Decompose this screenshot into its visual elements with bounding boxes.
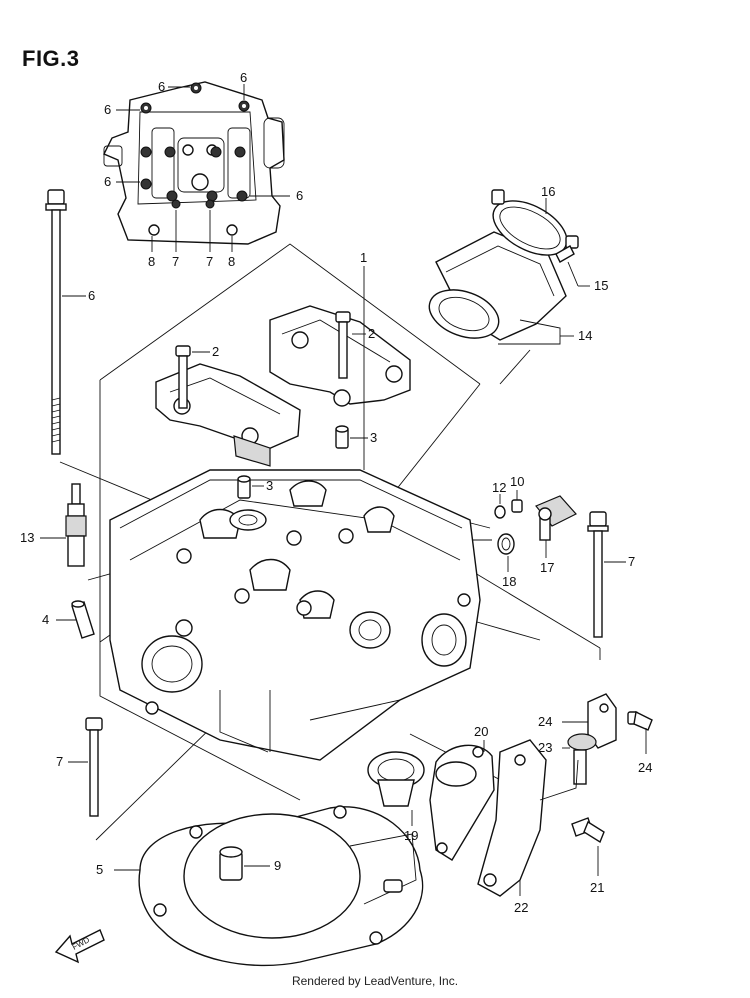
part-19-thermostat: 19 — [367, 751, 425, 843]
part-22-sensor: 23 — [538, 733, 597, 801]
callout-3a: 3 — [370, 430, 377, 445]
part-17-o-ring: 18 — [497, 533, 516, 589]
callout-12: 13 — [20, 530, 34, 545]
callout-8: 7 — [628, 554, 635, 569]
callout-13: 14 — [578, 328, 592, 343]
callout-11: 12 — [492, 480, 506, 495]
top-view-bolts — [140, 82, 250, 236]
callout-9: 9 — [274, 858, 281, 873]
callout-top-7a: 7 — [172, 254, 179, 269]
callout-14: 15 — [594, 278, 608, 293]
callout-16: 17 — [540, 560, 554, 575]
callout-top-6a: 6 — [158, 79, 165, 94]
callout-top-6b: 6 — [240, 70, 247, 85]
callout-24-label: 24 — [638, 760, 652, 775]
fwd-arrow-icon: FWD — [54, 929, 105, 964]
part-16-sensor: 17 — [535, 495, 577, 575]
footer-credit: Rendered by LeadVenture, Inc. — [291, 974, 459, 988]
callout-18: 20 — [474, 724, 488, 739]
callout-top-6d: 6 — [104, 174, 111, 189]
part-12-spark-plug: 13 — [20, 483, 87, 567]
part-15-clamp: 16 — [491, 184, 568, 256]
callout-top-6e: 6 — [296, 188, 303, 203]
part-4-dowel: 4 — [42, 600, 95, 639]
callout-2a: 2 — [212, 344, 219, 359]
callout-23: 24 — [538, 714, 552, 729]
part-24-bolt: 23 24 — [627, 710, 653, 775]
part-6-long-bolt: 6 — [45, 189, 95, 455]
part-11-washer: 12 — [492, 480, 506, 519]
part-3-dowels: 3 3 — [237, 425, 377, 499]
callout-1: 1 — [360, 250, 367, 265]
callout-6: 6 — [88, 288, 95, 303]
callout-7-label: 7 — [56, 754, 63, 769]
part-23-bracket: 24 — [538, 693, 617, 749]
callout-17: 18 — [502, 574, 516, 589]
part-14-bolt: 15 — [555, 235, 608, 293]
callout-3b: 3 — [266, 478, 273, 493]
part-2-bolts: 2 2 — [175, 311, 375, 409]
callout-15: 16 — [541, 184, 555, 199]
callout-4: 4 — [42, 612, 49, 627]
part-13-intake-pipe: 14 — [428, 231, 592, 345]
callout-10: 10 — [510, 474, 524, 489]
callout-22: 23 — [538, 740, 552, 755]
cylinder-head-top-view: 6 6 6 6 6 6 8 7 7 8 — [103, 70, 303, 269]
callout-top-7b: 7 — [206, 254, 213, 269]
part-21-bracket: 22 — [477, 739, 547, 915]
callout-top-6c: 6 — [104, 102, 111, 117]
callout-19: 19 — [404, 828, 418, 843]
callout-21: 22 — [514, 900, 528, 915]
cam-journals — [199, 480, 395, 619]
part-10-bolt: 10 — [510, 474, 524, 513]
callout-top-8a: 8 — [148, 254, 155, 269]
part-9-dowel: 9 — [219, 846, 281, 881]
part-8-bolt: 7 — [587, 511, 635, 638]
figure-title: FIG.3 — [22, 46, 80, 71]
callout-top-8b: 8 — [228, 254, 235, 269]
callout-2b: 2 — [368, 326, 375, 341]
part-18-thermostat-housing: 20 — [429, 724, 495, 861]
part-7-bolt: 7 7 — [56, 717, 103, 817]
callout-5: 5 — [96, 862, 103, 877]
part-20-bolt: 21 — [571, 817, 605, 895]
callout-20: 21 — [590, 880, 604, 895]
part-cylinder-head — [109, 469, 481, 761]
part-5-gasket: 5 — [96, 805, 424, 967]
